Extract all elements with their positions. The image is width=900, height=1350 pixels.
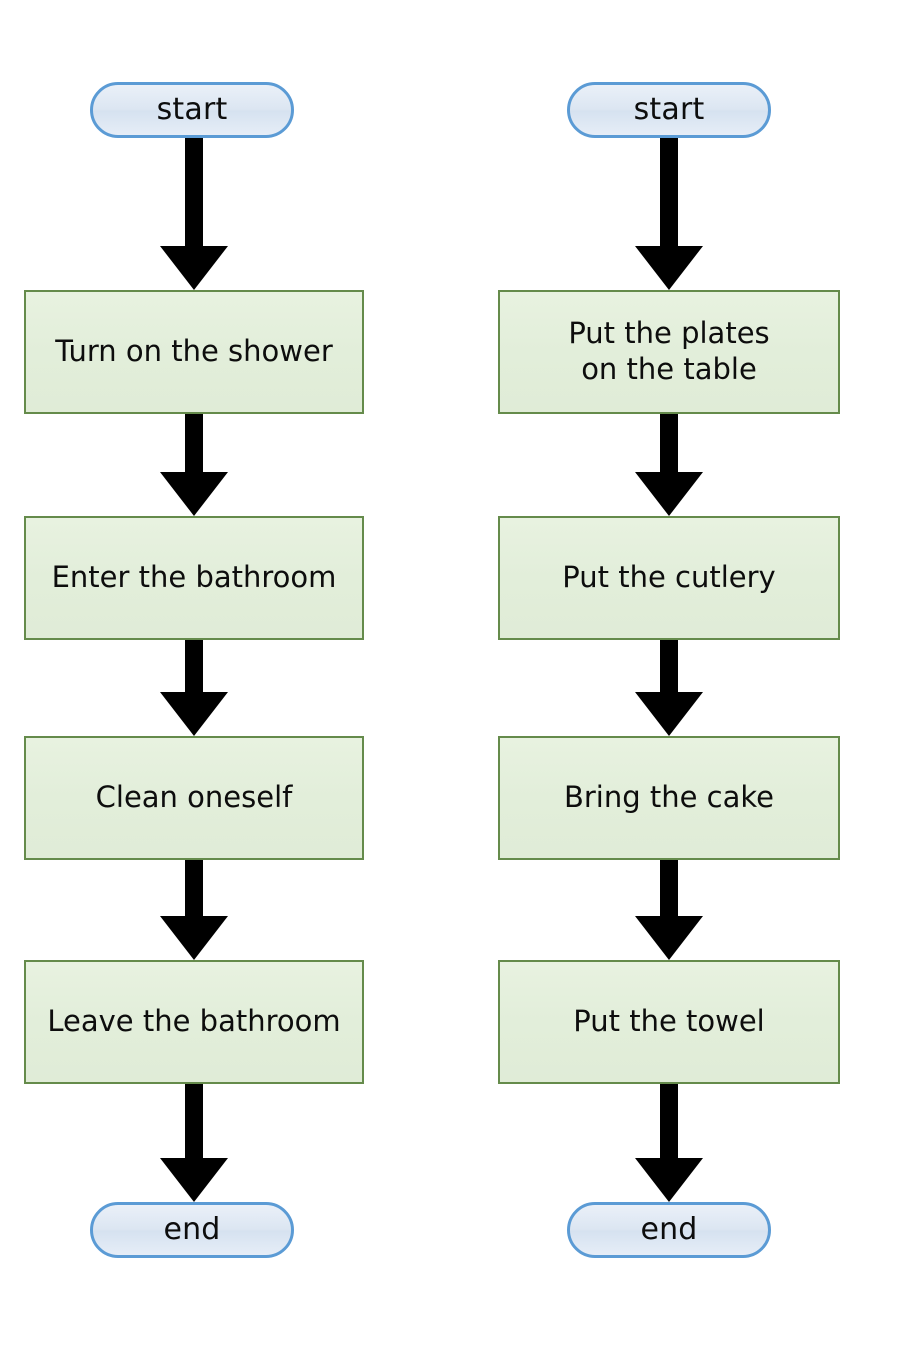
- process-node-enter-the-bathroom[interactable]: Enter the bathroom: [24, 516, 364, 640]
- down-block-arrow-icon: [635, 640, 703, 736]
- process-node-leave-the-bathroom[interactable]: Leave the bathroom: [24, 960, 364, 1084]
- process-node-label: Put the towel: [573, 1004, 765, 1039]
- process-node-label: Put the plates on the table: [568, 316, 769, 387]
- down-block-arrow-icon: [635, 414, 703, 516]
- down-block-arrow-icon: [160, 414, 228, 516]
- process-node-label: Put the cutlery: [562, 560, 776, 595]
- start-node-label: start: [633, 92, 705, 127]
- process-node-clean-oneself[interactable]: Clean oneself: [24, 736, 364, 860]
- start-node-table[interactable]: start: [567, 82, 771, 138]
- down-block-arrow-icon: [635, 1084, 703, 1202]
- process-node-put-the-towel[interactable]: Put the towel: [498, 960, 840, 1084]
- process-node-label: Turn on the shower: [55, 334, 333, 369]
- down-block-arrow-icon: [635, 138, 703, 290]
- down-block-arrow-icon: [160, 860, 228, 960]
- end-node-table[interactable]: end: [567, 1202, 771, 1258]
- process-node-bring-the-cake[interactable]: Bring the cake: [498, 736, 840, 860]
- process-node-label-line2: on the table: [581, 352, 757, 386]
- process-node-label-line1: Put the plates: [568, 316, 770, 351]
- down-block-arrow-icon: [160, 1084, 228, 1202]
- process-node-put-the-cutlery[interactable]: Put the cutlery: [498, 516, 840, 640]
- down-block-arrow-icon: [160, 640, 228, 736]
- flow-table: start Put the plates on the table Put th…: [450, 0, 900, 1350]
- flow-shower: start Turn on the shower Enter the bathr…: [24, 82, 364, 1258]
- process-node-put-the-plates-on-the-table[interactable]: Put the plates on the table: [498, 290, 840, 414]
- down-block-arrow-icon: [635, 860, 703, 960]
- end-node-shower[interactable]: end: [90, 1202, 294, 1258]
- process-node-label: Enter the bathroom: [51, 560, 337, 595]
- process-node-label: Leave the bathroom: [47, 1004, 341, 1039]
- process-node-label: Bring the cake: [563, 780, 774, 815]
- start-node-label: start: [156, 92, 228, 127]
- start-node-shower[interactable]: start: [90, 82, 294, 138]
- end-node-label: end: [640, 1212, 698, 1247]
- process-node-label: Clean oneself: [95, 780, 293, 815]
- end-node-label: end: [163, 1212, 221, 1247]
- down-block-arrow-icon: [160, 138, 228, 290]
- process-node-turn-on-the-shower[interactable]: Turn on the shower: [24, 290, 364, 414]
